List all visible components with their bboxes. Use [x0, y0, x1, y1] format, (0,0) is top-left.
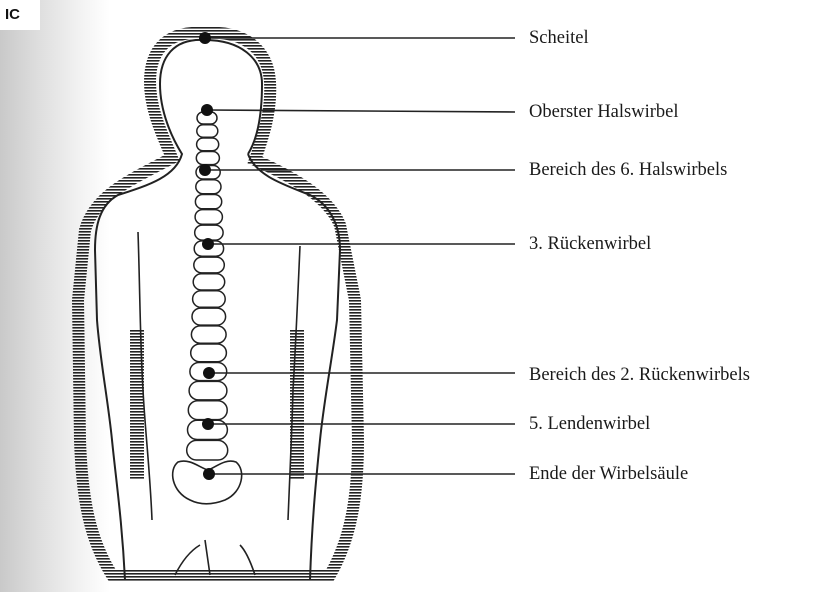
vertebra	[191, 326, 226, 343]
vertebra	[197, 125, 218, 137]
right-waist-hatch	[290, 330, 304, 480]
vertebra	[187, 440, 228, 460]
vertebra	[188, 401, 227, 420]
vertebra	[195, 195, 221, 209]
vertebra	[195, 210, 222, 225]
vertebra	[192, 308, 226, 325]
label-ende-wirbelsaeule: Ende der Wirbelsäule	[529, 465, 688, 484]
point-oberster-halswirbel	[201, 104, 213, 116]
point-3-rueckenwirbel	[202, 238, 214, 250]
label-oberster-halswirbel: Oberster Halswirbel	[529, 103, 679, 122]
spine-column	[187, 112, 228, 460]
point-2-rueckenwirbel	[203, 367, 215, 379]
label-6-halswirbel: Bereich des 6. Halswirbels	[529, 161, 727, 180]
vertebra	[193, 291, 226, 308]
leader-6-halswirbel	[199, 164, 515, 176]
leader-3-rueckenwirbel	[202, 238, 515, 250]
pelvis-sacrum	[173, 461, 242, 504]
left-waist-hatch	[130, 330, 144, 480]
vertebra	[191, 344, 227, 362]
point-ende-wirbelsaeule	[203, 468, 215, 480]
vertebra	[194, 257, 225, 273]
corner-tag: IC	[0, 0, 40, 30]
point-6-halswirbel	[199, 164, 211, 176]
point-scheitel	[199, 32, 211, 44]
label-scheitel: Scheitel	[529, 29, 589, 48]
label-5-lendenwirbel: 5. Lendenwirbel	[529, 415, 650, 434]
vertebra	[196, 180, 221, 194]
vertebra	[196, 152, 219, 165]
vertebra	[195, 225, 223, 240]
vertebra	[197, 138, 219, 151]
point-5-lendenwirbel	[202, 418, 214, 430]
leader-oberster-halswirbel	[201, 104, 515, 116]
label-2-rueckenwirbel: Bereich des 2. Rückenwirbels	[529, 366, 750, 385]
label-3-rueckenwirbel: 3. Rückenwirbel	[529, 235, 651, 254]
vertebra	[189, 381, 227, 400]
vertebra	[193, 274, 225, 290]
